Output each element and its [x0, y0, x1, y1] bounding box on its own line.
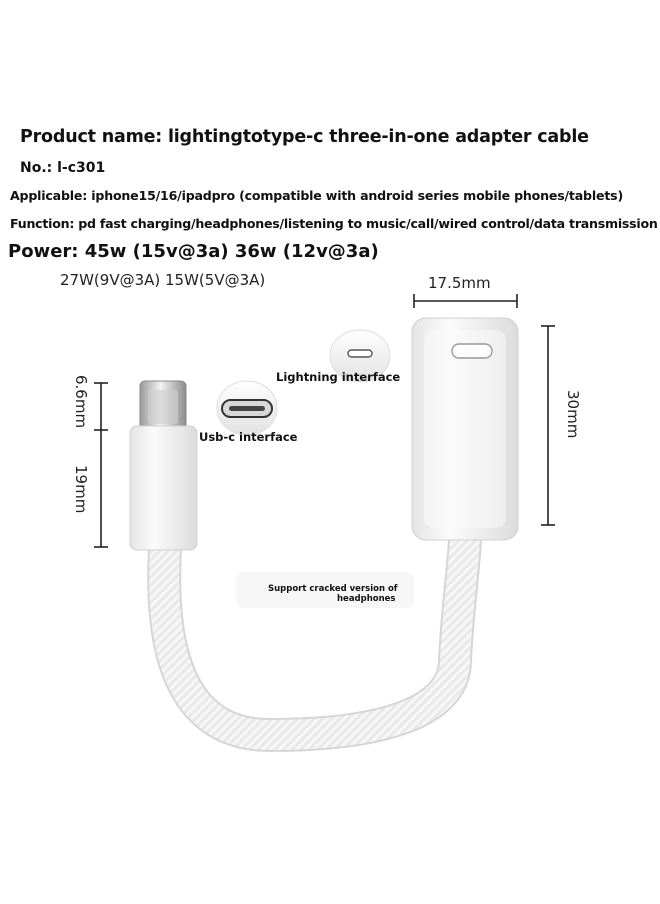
lightning-interface-label: Lightning interface [276, 370, 400, 384]
usbc-port-icon [216, 380, 278, 436]
model-number: No.: l-c301 [20, 160, 106, 176]
lightning-adapter-body [411, 317, 519, 541]
width-dimension [413, 294, 518, 308]
note-line-1: Support cracked version of [268, 584, 398, 594]
plug-length-label: 6.6mm [72, 375, 90, 428]
height-label: 30mm [564, 390, 582, 438]
width-label: 17.5mm [428, 274, 491, 292]
lightning-port-icon [329, 329, 391, 383]
note-line-2: headphones [337, 594, 396, 604]
body-length-label: 19mm [72, 465, 90, 513]
applicable-devices: Applicable: iphone15/16/ipadpro (compati… [10, 188, 623, 203]
height-dimension [541, 325, 555, 526]
power-main: Power: 45w (15v@3a) 36w (12v@3a) [8, 241, 379, 262]
power-secondary: 27W(9V@3A) 15W(5V@3A) [60, 271, 266, 289]
function-list: Function: pd fast charging/headphones/li… [10, 216, 658, 231]
product-name: Product name: lightingtotype-c three-in-… [20, 127, 589, 147]
usbc-interface-label: Usb-c interface [199, 430, 298, 444]
length-dimension [94, 382, 108, 548]
usbc-plug [129, 380, 198, 551]
